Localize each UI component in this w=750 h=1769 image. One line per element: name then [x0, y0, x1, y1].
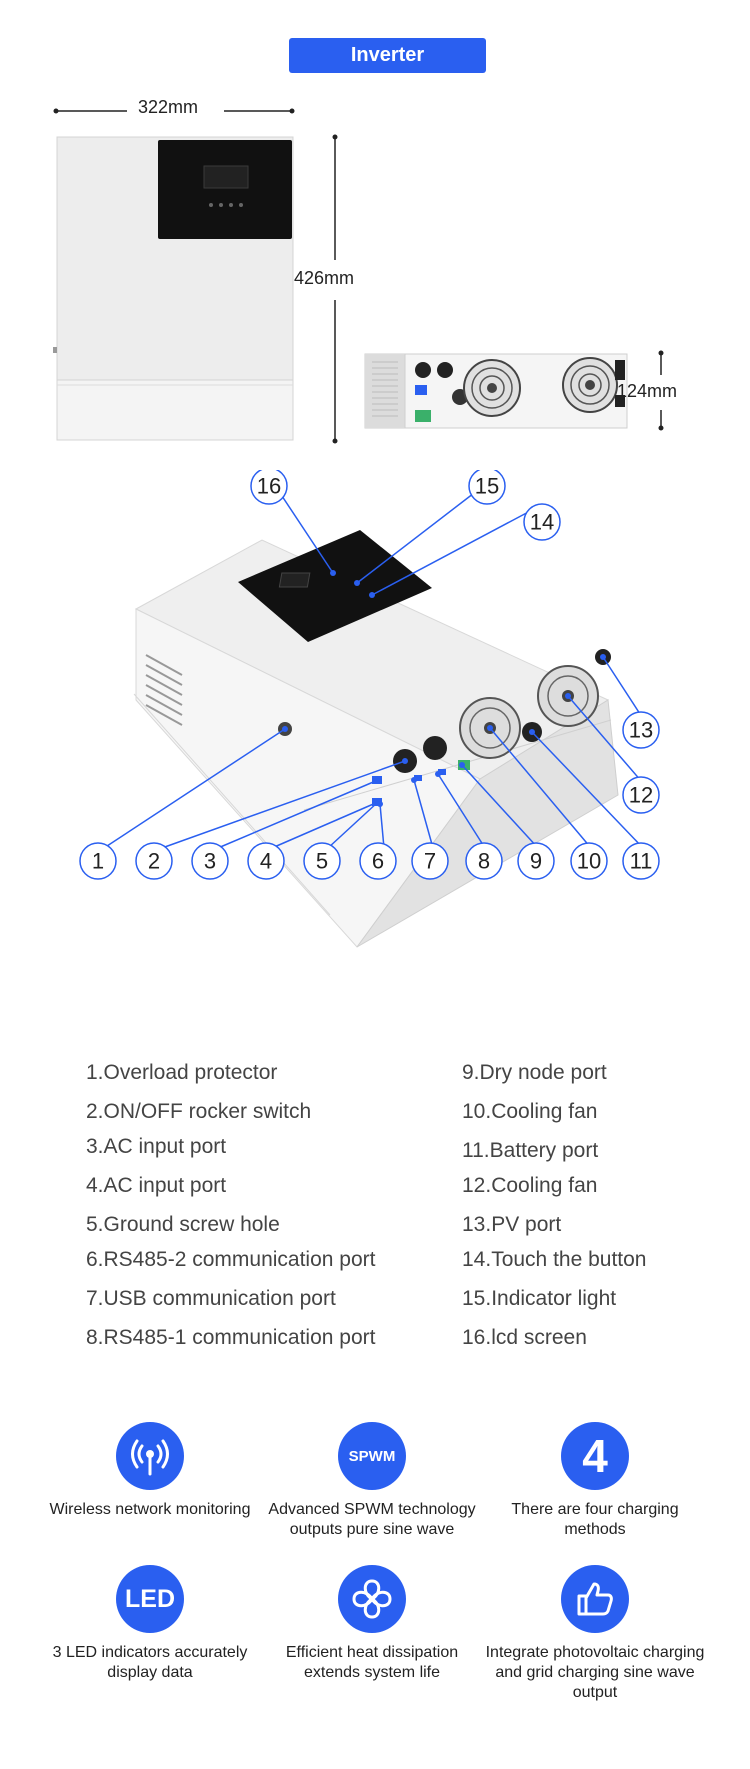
callout-bubble-4	[247, 842, 285, 880]
callout-number: 11	[630, 849, 653, 874]
feature-label: 3 LED indicators accurately display data	[52, 1644, 248, 1681]
callout-bubble-13	[622, 711, 660, 749]
callout-bubble-12	[622, 776, 660, 814]
spec-item: 12.Cooling fan	[462, 1174, 598, 1197]
callout-bubble-15	[468, 470, 506, 505]
callout-number: 14	[530, 510, 554, 535]
thumbs-up-icon	[561, 1565, 629, 1633]
callout-number: 1	[92, 849, 104, 874]
feature-spwm: SPWM Advanced SPWM technology outputs pu…	[262, 1422, 482, 1540]
led-icon: LED	[116, 1565, 184, 1633]
callout-number: 6	[372, 849, 384, 874]
spec-item: 16.lcd screen	[462, 1326, 587, 1349]
number-four-icon-text: 4	[582, 1430, 608, 1482]
callout-number: 4	[260, 849, 272, 874]
callout-number: 10	[577, 849, 601, 874]
callout-number: 5	[316, 849, 328, 874]
callout-number: 7	[424, 849, 436, 874]
callout-bubble-10	[570, 842, 608, 880]
feature-label: Efficient heat dissipation extends syste…	[285, 1644, 459, 1681]
spec-item: 10.Cooling fan	[462, 1100, 598, 1123]
led-icon-text: LED	[125, 1584, 175, 1613]
number-four-icon: 4	[561, 1422, 629, 1490]
spec-item: 5.Ground screw hole	[86, 1213, 280, 1236]
callout-bubble-5	[303, 842, 341, 880]
callout-number: 3	[204, 849, 216, 874]
callout-bubble-16	[250, 470, 288, 505]
callout-number: 13	[629, 718, 653, 743]
callout-bubble-1	[79, 842, 117, 880]
callout-number: 2	[148, 849, 160, 874]
height-dimension-label: 426mm	[294, 268, 355, 288]
callout-bubble-6	[359, 842, 397, 880]
spec-item: 1.Overload protector	[86, 1061, 278, 1084]
spec-item: 13.PV port	[462, 1213, 562, 1236]
spec-item: 15.Indicator light	[462, 1287, 617, 1310]
spec-item: 9.Dry node port	[462, 1061, 607, 1084]
spec-item: 3.AC input port	[86, 1135, 227, 1158]
callout-bubble-14	[523, 503, 561, 541]
spec-item: 14.Touch the button	[462, 1248, 647, 1271]
callout-number: 9	[530, 849, 542, 874]
feature-label: Wireless network monitoring	[49, 1501, 251, 1518]
wireless-icon	[116, 1422, 184, 1490]
feature-label: There are four charging methods	[511, 1501, 679, 1538]
callout-number: 12	[629, 783, 653, 808]
spwm-icon-text: SPWM	[348, 1447, 396, 1465]
spec-item: 7.USB communication port	[86, 1287, 336, 1310]
depth-dimension-label: 124mm	[617, 381, 678, 401]
callout-bubble-7	[411, 842, 449, 880]
spwm-icon: SPWM	[338, 1422, 406, 1490]
spec-item: 6.RS485-2 communication port	[86, 1248, 376, 1271]
front-view-diagram	[53, 108, 664, 444]
feature-wireless: Wireless network monitoring	[40, 1422, 260, 1520]
spec-item: 8.RS485-1 communication port	[86, 1326, 376, 1349]
feature-pv-grid-charging: Integrate photovoltaic charging and grid…	[485, 1565, 705, 1703]
spec-item: 4.AC input port	[86, 1174, 227, 1197]
callout-bubble-9	[517, 842, 555, 880]
callout-number: 8	[478, 849, 490, 874]
callout-bubble-2	[135, 842, 173, 880]
feature-led: LED 3 LED indicators accurately display …	[40, 1565, 260, 1683]
feature-heat-dissipation: Efficient heat dissipation extends syste…	[262, 1565, 482, 1683]
spec-item: 11.Battery port	[462, 1139, 599, 1162]
callout-bubble-8	[465, 842, 503, 880]
feature-label: Integrate photovoltaic charging and grid…	[485, 1644, 705, 1701]
callout-bubble-11	[622, 842, 660, 880]
callout-number: 15	[475, 474, 499, 499]
width-dimension-label: 322mm	[138, 97, 199, 117]
callout-bubble-3	[191, 842, 229, 880]
fan-icon	[338, 1565, 406, 1633]
page-title: Inverter	[289, 38, 486, 73]
feature-charging-methods: 4 There are four charging methods	[485, 1422, 705, 1540]
feature-label: Advanced SPWM technology outputs pure si…	[268, 1501, 476, 1538]
callout-diagram: 1 2 3 4 5 6 7 8 9 10 11 12 13 14 15 16	[79, 470, 660, 948]
spec-item: 2.ON/OFF rocker switch	[86, 1100, 312, 1123]
callout-number: 16	[257, 474, 281, 499]
